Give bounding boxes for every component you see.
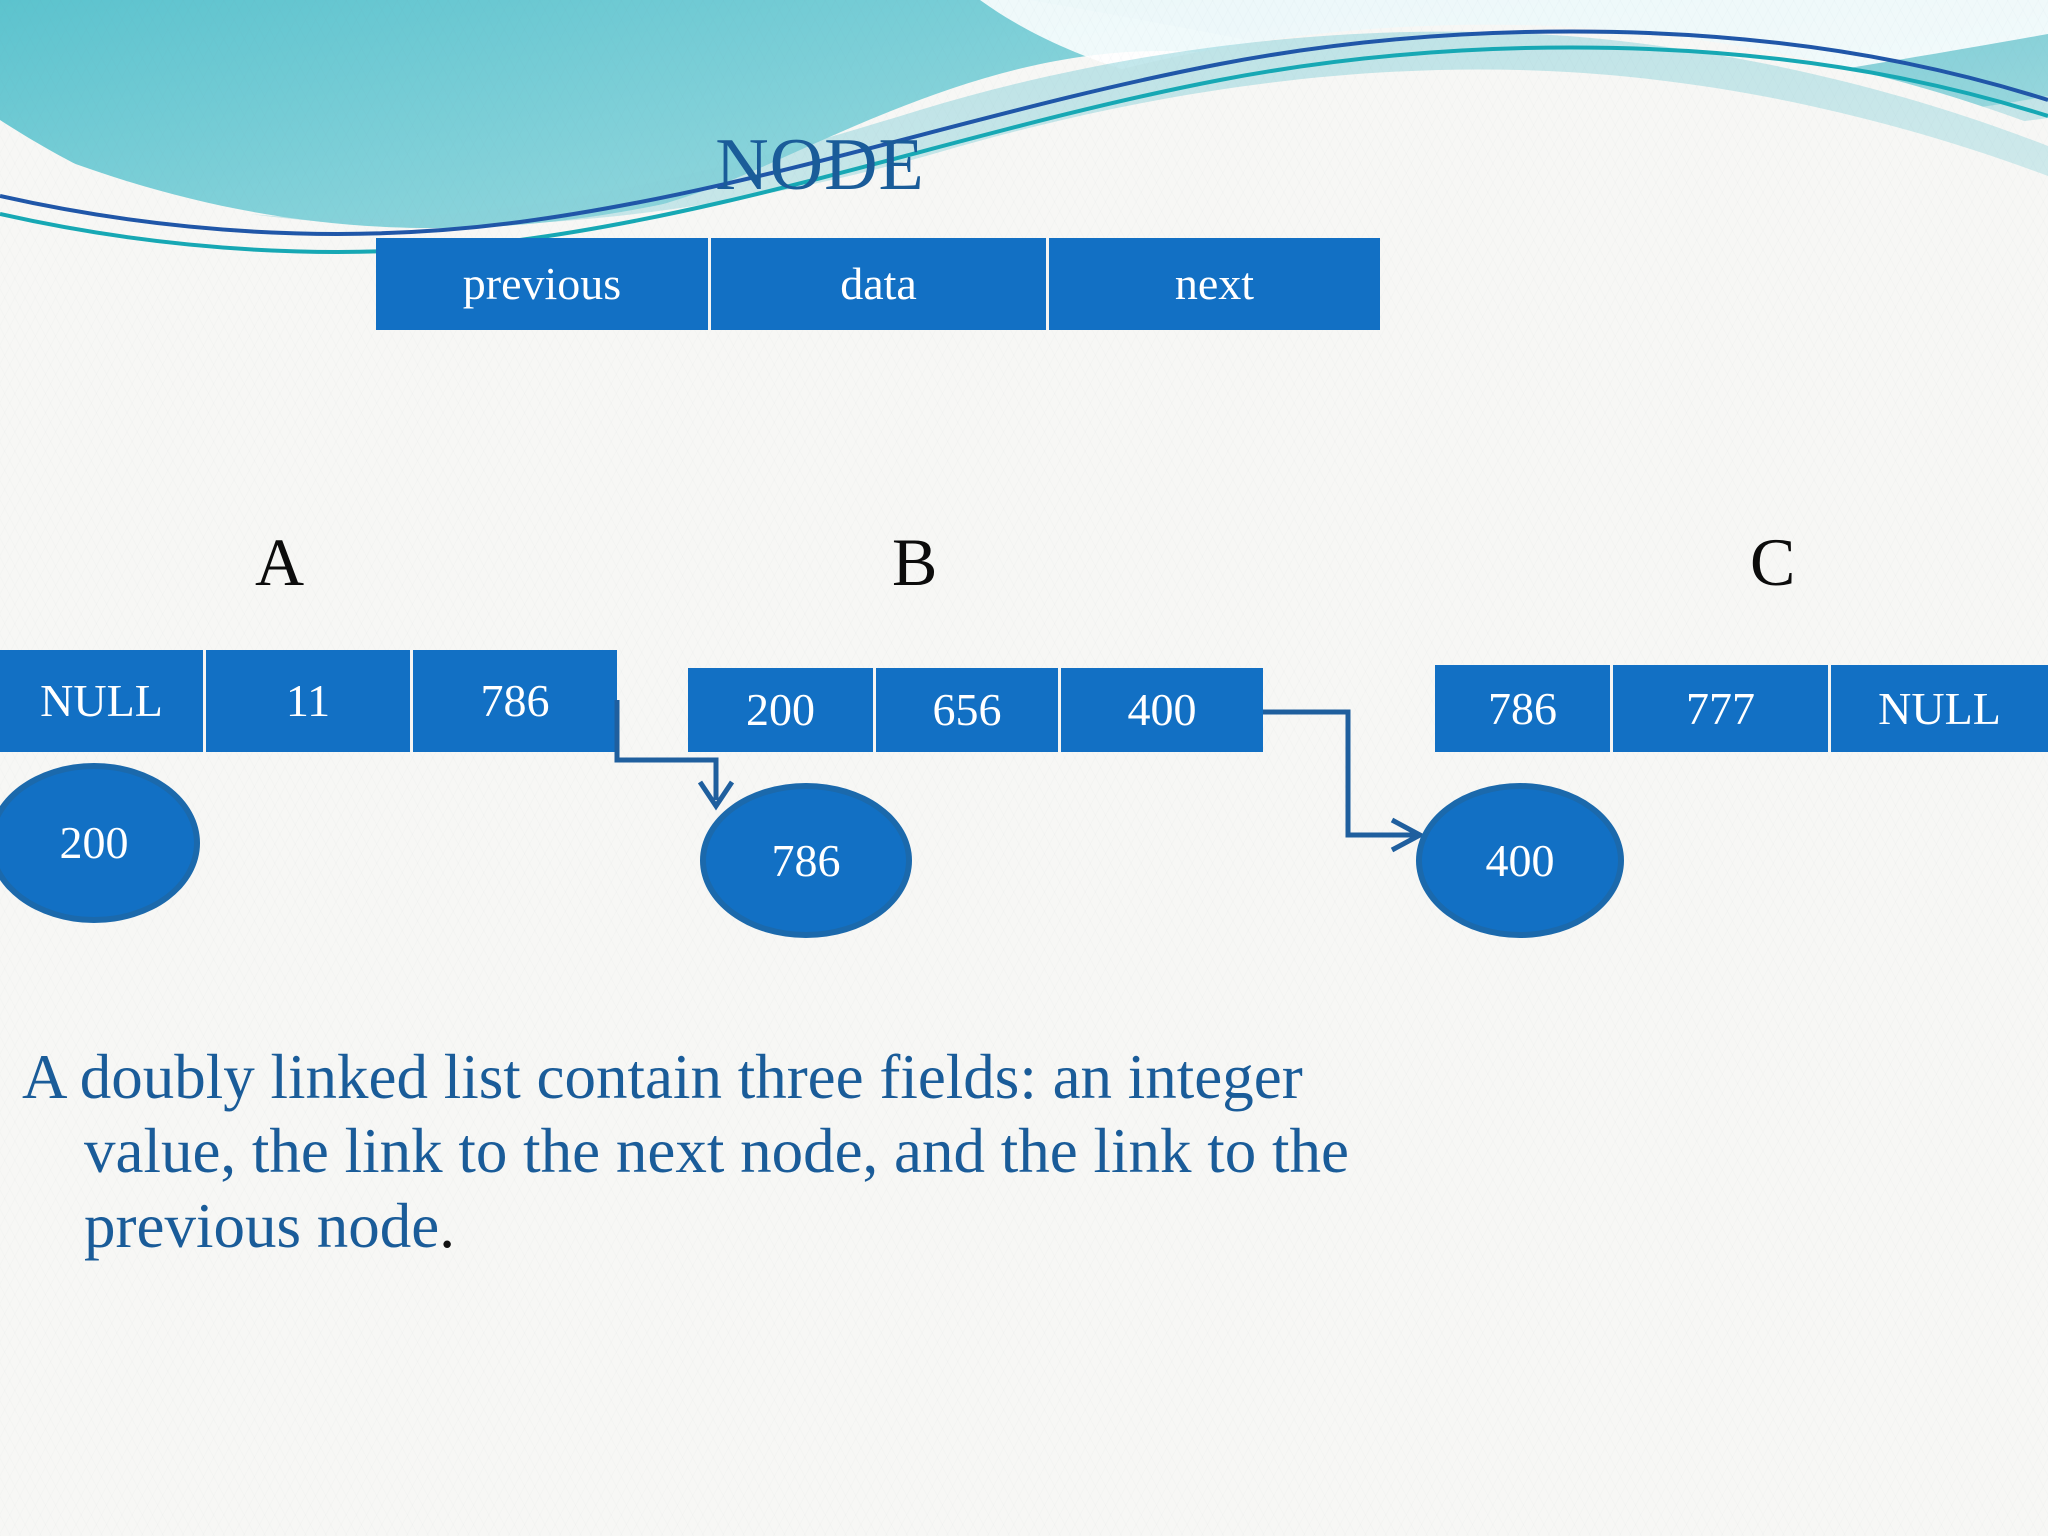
node-c-data-cell: 777: [1610, 665, 1828, 752]
node-a-data-cell: 11: [203, 650, 410, 752]
node-a-next-cell: 786: [410, 650, 617, 752]
caption-paragraph: A doubly linked list contain three field…: [22, 1040, 1922, 1263]
node-label-c: C: [1750, 524, 1796, 600]
node-a-previous-cell: NULL: [0, 650, 203, 752]
caption-line-1: A doubly linked list contain three field…: [22, 1042, 1303, 1112]
caption-line-2: value, the link to the next node, and th…: [84, 1116, 1349, 1187]
node-field-next: next: [1046, 238, 1380, 330]
node-label-a: A: [255, 524, 305, 600]
node-a-address-ellipse: 200: [0, 763, 200, 923]
node-b-data-cell: 656: [873, 668, 1058, 752]
node-b-previous-cell: 200: [688, 668, 873, 752]
page-title: NODE: [715, 124, 925, 206]
node-label-b: B: [892, 524, 938, 600]
node-b-next-cell: 400: [1058, 668, 1263, 752]
node-c-previous-cell: 786: [1435, 665, 1610, 752]
node-b-address-ellipse: 786: [700, 783, 912, 938]
caption-line-3: previous node: [84, 1190, 440, 1261]
node-c-next-cell: NULL: [1828, 665, 2048, 752]
node-field-previous: previous: [376, 238, 708, 330]
node-c-address-ellipse: 400: [1416, 783, 1624, 938]
caption-line-3-wrap: previous node.: [22, 1189, 1922, 1263]
node-field-data: data: [708, 238, 1046, 330]
caption-period: .: [439, 1190, 455, 1261]
